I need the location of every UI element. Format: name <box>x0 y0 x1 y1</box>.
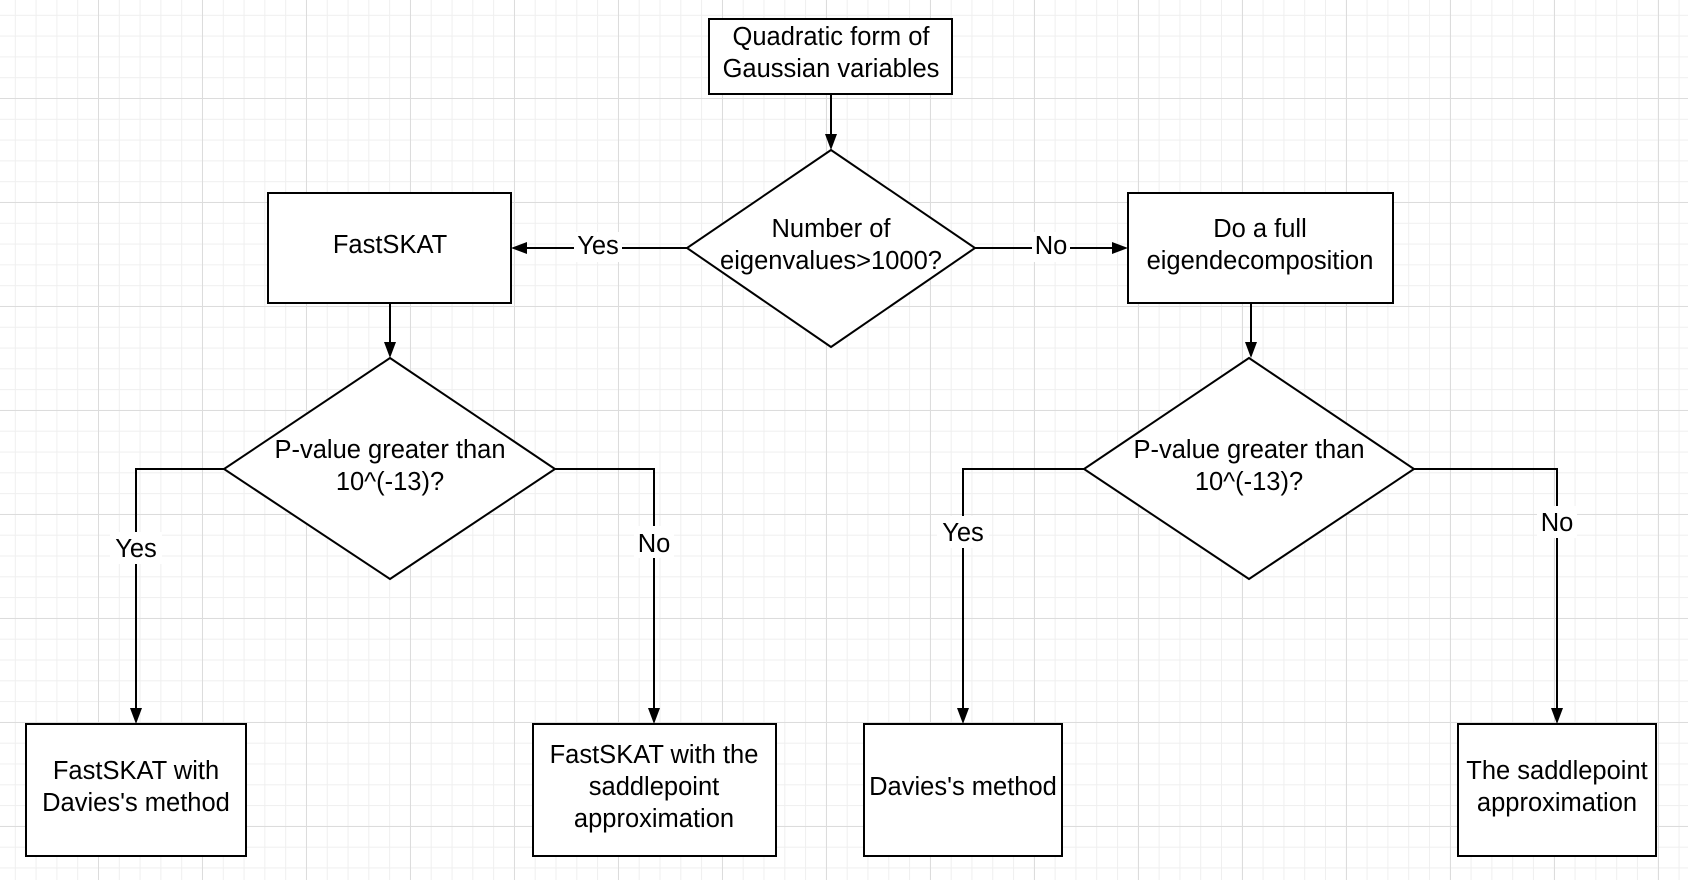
node-decision-p-left-line-1: P-value greater than <box>274 436 505 464</box>
node-decision-p-right-line-2: 10^(-13)? <box>1195 468 1303 496</box>
node-full-eigen-line-2: eigendecomposition <box>1147 247 1374 275</box>
node-davies: Davies's method <box>863 723 1063 857</box>
node-fastskat-saddle: FastSKAT with the saddlepoint approximat… <box>532 723 777 857</box>
arrowhead-icon <box>384 342 396 358</box>
node-decision-eigen: Number of eigenvalues>1000? <box>685 148 977 349</box>
node-fastskat: FastSKAT <box>267 192 512 304</box>
node-saddle-line-2: approximation <box>1477 789 1637 817</box>
arrowhead-icon <box>130 708 142 724</box>
node-saddle-line-1: The saddlepoint <box>1466 757 1647 785</box>
node-decision-p-right-line-1: P-value greater than <box>1133 436 1364 464</box>
edge-right-yes: Yes <box>937 468 1084 724</box>
edge-label-eigen-yes: Yes <box>577 232 619 260</box>
arrowhead-icon <box>825 134 837 150</box>
node-saddle: The saddlepoint approximation <box>1457 723 1657 857</box>
arrowhead-icon <box>511 242 527 254</box>
edge-label-right-no: No <box>1541 509 1574 537</box>
node-fastskat-saddle-line-3: approximation <box>574 805 734 833</box>
edge-full-eigen-to-decision <box>1245 303 1257 358</box>
node-fastskat-davies-line-1: FastSKAT with <box>53 757 219 785</box>
edge-right-no: No <box>1414 468 1577 724</box>
edge-label-right-yes: Yes <box>942 519 984 547</box>
edge-label-eigen-no: No <box>1035 232 1068 260</box>
edge-eigen-no: No <box>975 232 1128 262</box>
node-fastskat-line-1: FastSKAT <box>333 231 447 259</box>
edge-left-no: No <box>555 468 674 724</box>
node-full-eigen-line-1: Do a full <box>1213 215 1307 243</box>
arrowhead-icon <box>957 708 969 724</box>
node-decision-p-left: P-value greater than 10^(-13)? <box>222 356 557 581</box>
node-fastskat-saddle-line-1: FastSKAT with the <box>550 741 759 769</box>
node-start: Quadratic form of Gaussian variables <box>708 18 953 95</box>
node-decision-p-right: P-value greater than 10^(-13)? <box>1082 356 1416 581</box>
node-fastskat-saddle-line-2: saddlepoint <box>589 773 719 801</box>
node-start-line-1: Quadratic form of <box>733 23 931 51</box>
edge-start-to-decision <box>825 94 837 150</box>
node-full-eigen: Do a full eigendecomposition <box>1127 192 1394 304</box>
node-decision-p-left-line-2: 10^(-13)? <box>336 468 444 496</box>
node-fastskat-davies: FastSKAT with Davies's method <box>25 723 247 857</box>
arrowhead-icon <box>1245 342 1257 358</box>
node-davies-line-1: Davies's method <box>869 773 1057 801</box>
edge-fastskat-to-decision <box>384 303 396 358</box>
edge-label-left-no: No <box>638 530 671 558</box>
edge-left-yes: Yes <box>110 468 224 724</box>
node-start-line-2: Gaussian variables <box>723 55 940 83</box>
node-fastskat-davies-line-2: Davies's method <box>42 789 230 817</box>
arrowhead-icon <box>648 708 660 724</box>
arrowhead-icon <box>1112 242 1128 254</box>
node-decision-eigen-line-1: Number of <box>771 215 891 243</box>
arrowhead-icon <box>1551 708 1563 724</box>
edge-label-left-yes: Yes <box>115 535 157 563</box>
edge-eigen-yes: Yes <box>511 232 687 262</box>
node-decision-eigen-line-2: eigenvalues>1000? <box>720 247 942 275</box>
